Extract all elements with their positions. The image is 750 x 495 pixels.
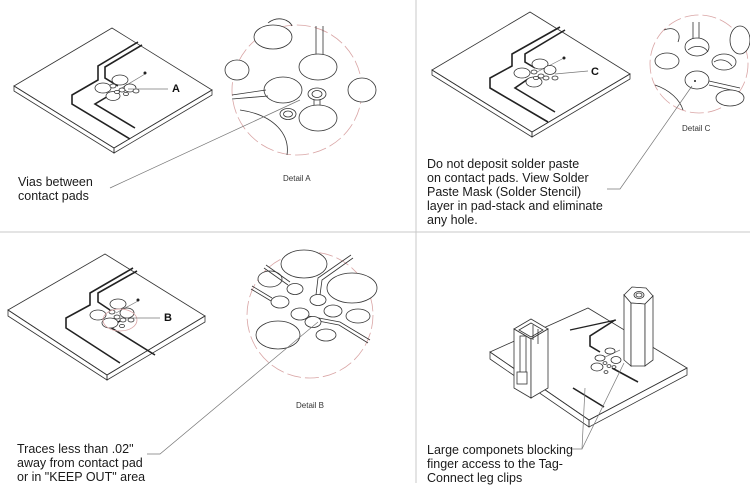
pad-cluster-a bbox=[94, 74, 140, 101]
board-b bbox=[7, 253, 206, 381]
board-d bbox=[489, 307, 688, 428]
note-trace-keepout: Traces less than .02" away from contact … bbox=[17, 442, 146, 484]
magnifier-a bbox=[109, 18, 377, 189]
magnifier-b bbox=[147, 249, 378, 455]
pad-cluster-c bbox=[513, 58, 559, 88]
leader-line-c bbox=[607, 85, 693, 190]
leader-line-d1 bbox=[571, 387, 586, 450]
board-a bbox=[13, 27, 213, 154]
standoff-component bbox=[623, 286, 654, 367]
detail-a-label: Detail A bbox=[283, 174, 311, 183]
pad-cluster-b bbox=[89, 298, 138, 332]
callout-a: A bbox=[172, 83, 180, 95]
leader-line-d2 bbox=[581, 362, 625, 450]
note-large-components: Large componets blocking finger access t… bbox=[427, 443, 573, 485]
callout-b: B bbox=[164, 312, 172, 324]
leader-line-a bbox=[109, 99, 301, 189]
detail-c-label: Detail C bbox=[682, 124, 711, 133]
note-solder-paste: Do not deposit solder paste on contact p… bbox=[427, 157, 603, 227]
magnifier-c bbox=[607, 14, 750, 190]
note-vias-between-pads: Vias between contact pads bbox=[18, 175, 93, 203]
callout-c: C bbox=[591, 66, 599, 78]
connector-component bbox=[513, 318, 549, 399]
leader-line-b bbox=[147, 321, 319, 455]
board-c bbox=[431, 11, 631, 138]
detail-b-label: Detail B bbox=[296, 401, 325, 410]
